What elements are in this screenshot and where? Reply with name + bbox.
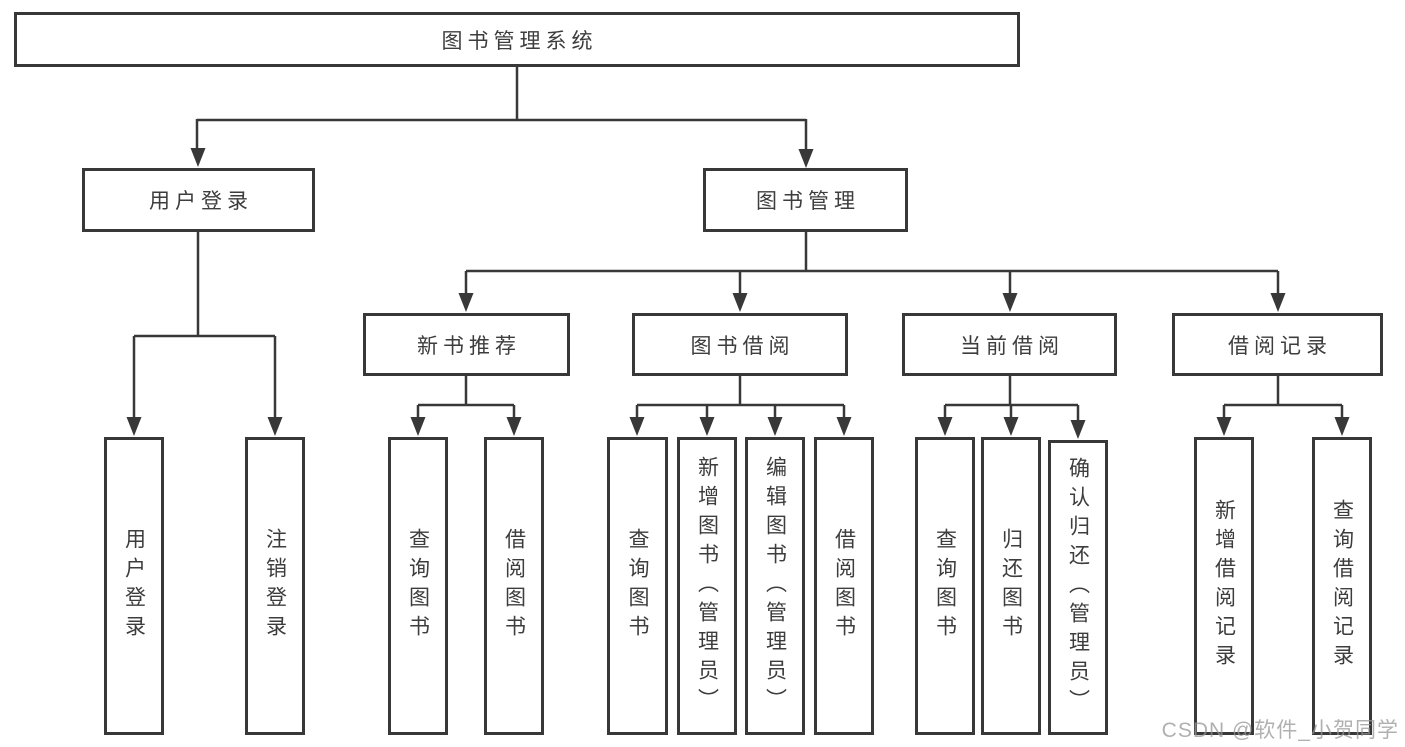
leaf-label: 新增图书（管理员） — [695, 455, 719, 717]
arrowhead — [699, 417, 715, 436]
arrowhead — [190, 148, 206, 167]
arrowhead — [1002, 293, 1018, 312]
leaf-label: 借阅图书 — [502, 528, 526, 644]
leaf-record-query: 查询借阅记录 — [1312, 437, 1372, 735]
connector-book-mgmt — [464, 232, 1280, 300]
arrowhead — [1003, 417, 1019, 436]
arrowhead — [1070, 420, 1086, 439]
leaf-borrow-edit: 编辑图书（管理员） — [745, 437, 805, 735]
leaf-newbook-query: 查询图书 — [388, 437, 448, 735]
arrowhead — [732, 293, 748, 312]
leaf-logout: 注销登录 — [245, 437, 305, 735]
connector-book-borrow — [635, 376, 846, 424]
leaf-current-return: 归还图书 — [981, 437, 1041, 735]
connector-current-borrow — [943, 376, 1080, 427]
connector-new-book — [416, 376, 516, 424]
leaf-label: 确认归还（管理员） — [1066, 457, 1090, 718]
node-book-borrow: 图书借阅 — [632, 313, 848, 376]
leaf-label: 查询图书 — [626, 528, 649, 644]
leaf-label: 用户登录 — [122, 528, 146, 644]
leaf-record-add: 新增借阅记录 — [1194, 437, 1254, 735]
arrowhead — [506, 417, 522, 436]
leaf-label: 注销登录 — [263, 528, 287, 644]
node-user-login: 用户登录 — [82, 168, 315, 232]
node-new-book: 新书推荐 — [363, 313, 570, 376]
leaf-borrow-borrow: 借阅图书 — [814, 437, 874, 735]
node-borrow-record: 借阅记录 — [1172, 313, 1383, 376]
node-root: 图书管理系统 — [14, 12, 1020, 67]
arrowhead — [1270, 293, 1286, 312]
node-current-borrow: 当前借阅 — [902, 313, 1117, 376]
leaf-label: 查询图书 — [406, 528, 430, 644]
arrowhead — [937, 417, 953, 436]
leaf-label: 归还图书 — [999, 528, 1023, 644]
leaf-borrow-add: 新增图书（管理员） — [677, 437, 737, 735]
connector-root — [195, 67, 808, 156]
connector-borrow-record — [1222, 376, 1344, 424]
arrowhead — [836, 417, 852, 436]
arrowhead — [767, 417, 783, 436]
arrowheads — [126, 148, 1350, 439]
leaf-label: 查询借阅记录 — [1330, 499, 1354, 673]
node-book-mgmt: 图书管理 — [703, 168, 908, 232]
arrowhead — [1216, 417, 1232, 436]
watermark: CSDN @软件_小贺同学 — [1161, 719, 1399, 742]
leaf-current-confirm: 确认归还（管理员） — [1048, 440, 1108, 735]
leaf-user-login: 用户登录 — [104, 437, 164, 735]
leaf-borrow-query: 查询图书 — [607, 437, 668, 735]
connector-user-login — [132, 232, 277, 424]
arrowhead — [1334, 417, 1350, 436]
leaf-label: 编辑图书（管理员） — [763, 455, 787, 717]
leaf-label: 新增借阅记录 — [1212, 499, 1236, 673]
leaf-label: 查询图书 — [933, 528, 957, 644]
arrowhead — [798, 149, 814, 168]
arrowhead — [629, 417, 645, 436]
connector-strokes — [132, 67, 1344, 427]
arrowhead — [410, 417, 426, 436]
arrowhead — [126, 417, 142, 436]
leaf-current-query: 查询图书 — [915, 437, 975, 735]
leaf-label: 借阅图书 — [832, 528, 856, 644]
leaf-newbook-borrow: 借阅图书 — [484, 437, 544, 735]
arrowhead — [458, 293, 474, 312]
arrowhead — [267, 417, 283, 436]
